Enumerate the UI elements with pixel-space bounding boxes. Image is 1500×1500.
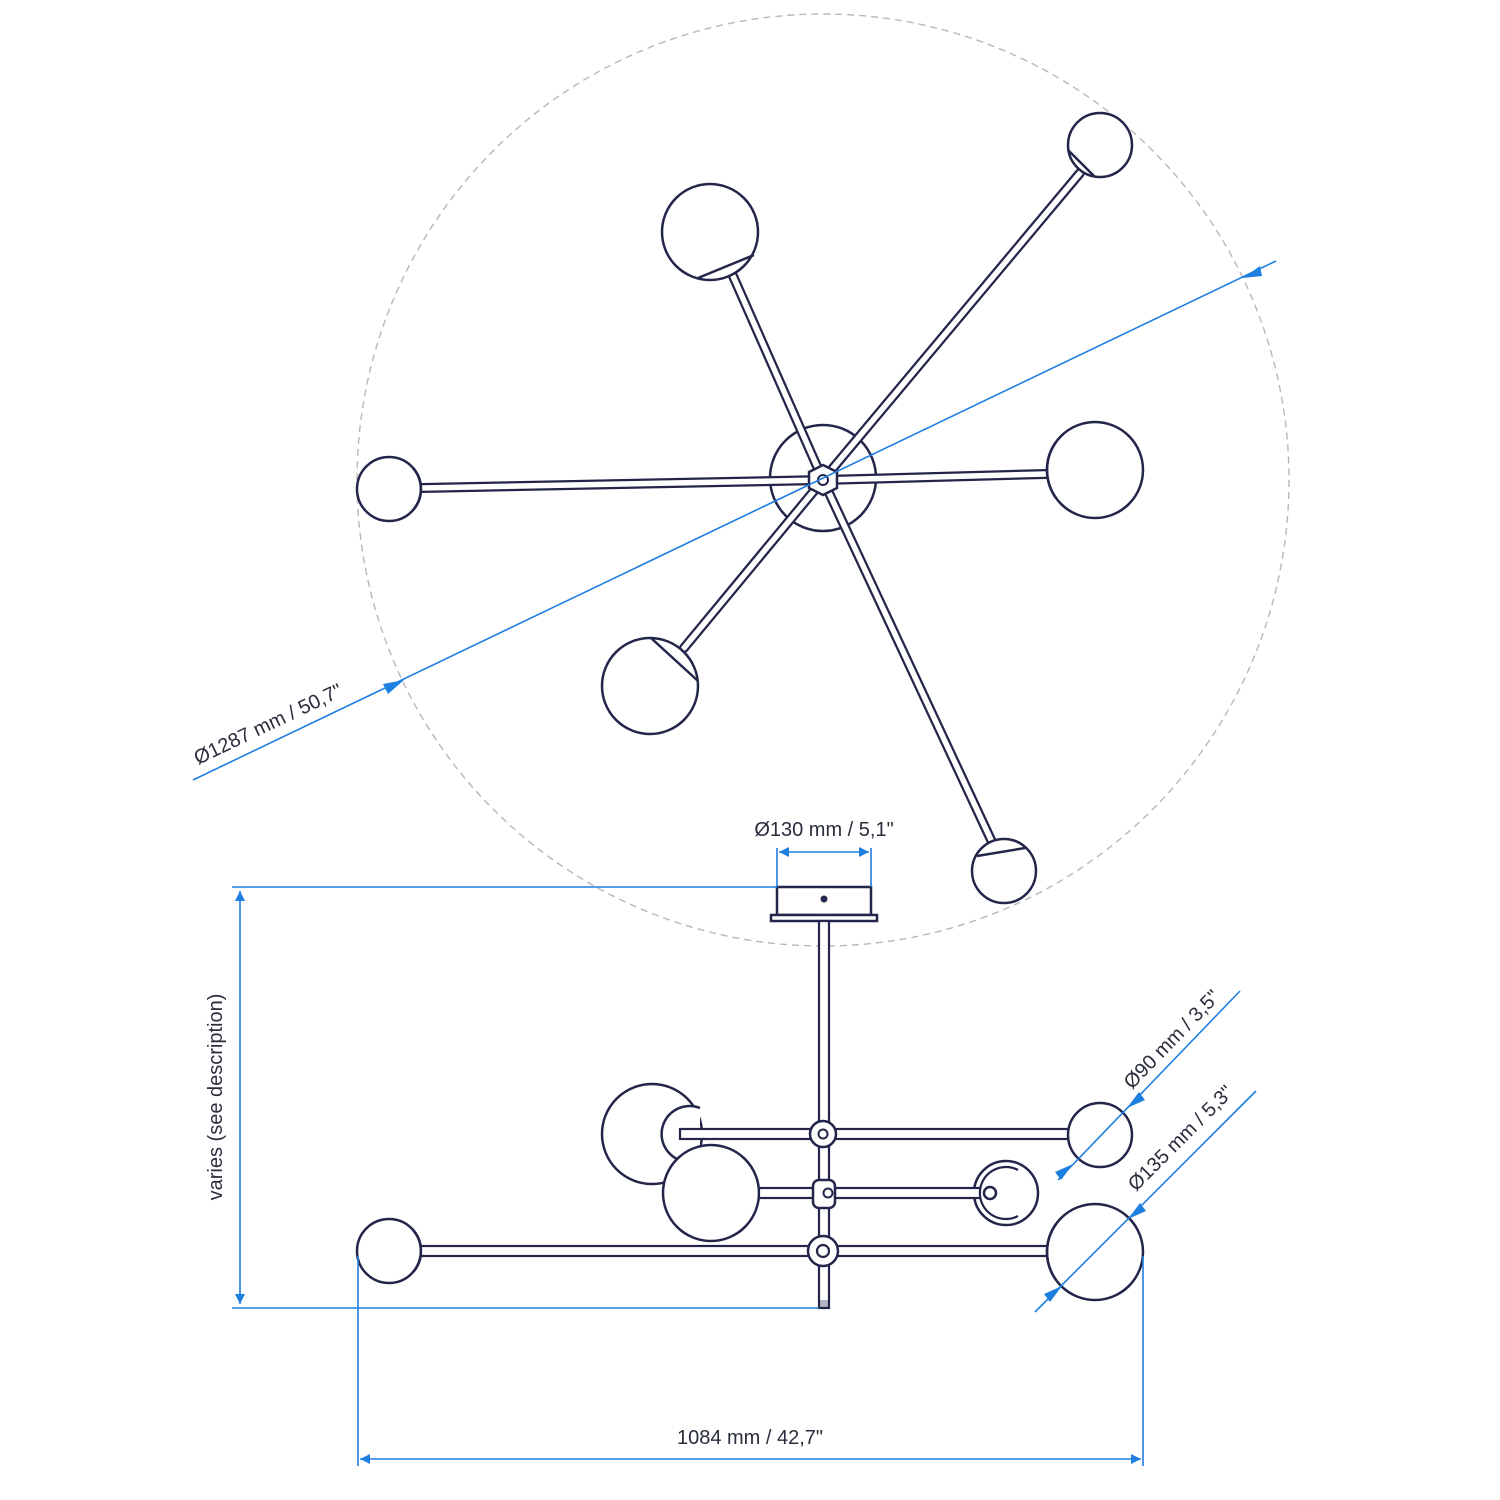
top-arms	[417, 168, 1085, 847]
top-view: Ø1287 mm / 50,7"	[191, 13, 1290, 947]
globe-left	[355, 455, 423, 523]
width-label: 1084 mm / 42,7"	[677, 1427, 823, 1449]
overall-diameter-line	[192, 260, 1277, 781]
globe-upper-right	[1066, 111, 1134, 179]
small-globe-diameter-label: Ø90 mm / 3,5"	[1120, 986, 1225, 1094]
globe-lower-right	[970, 837, 1038, 905]
canopy-diameter-label: Ø130 mm / 5,1"	[754, 819, 893, 841]
height-dimension: varies (see description)	[205, 886, 819, 1309]
globe-side-far-left	[355, 1217, 423, 1285]
side-view: Ø130 mm / 5,1" varies (see description) …	[205, 819, 1257, 1466]
globe-right	[1045, 420, 1145, 520]
overall-diameter-arrow-left	[383, 680, 404, 694]
hub-top	[807, 463, 839, 497]
envelope-circle	[356, 13, 1290, 947]
globe-upper-left	[660, 182, 760, 282]
globe-lower-left	[600, 636, 700, 736]
arm-tier-2	[661, 1143, 1019, 1243]
overall-diameter-label: Ø1287 mm / 50,7"	[191, 680, 346, 770]
height-label: varies (see description)	[205, 994, 227, 1201]
globe-side-mid-left	[661, 1143, 761, 1243]
width-dimension: 1084 mm / 42,7"	[357, 1256, 1144, 1466]
canopy-dimension: Ø130 mm / 5,1"	[754, 819, 894, 887]
overall-diameter-arrow-right	[1243, 266, 1262, 278]
stem	[817, 919, 831, 1310]
